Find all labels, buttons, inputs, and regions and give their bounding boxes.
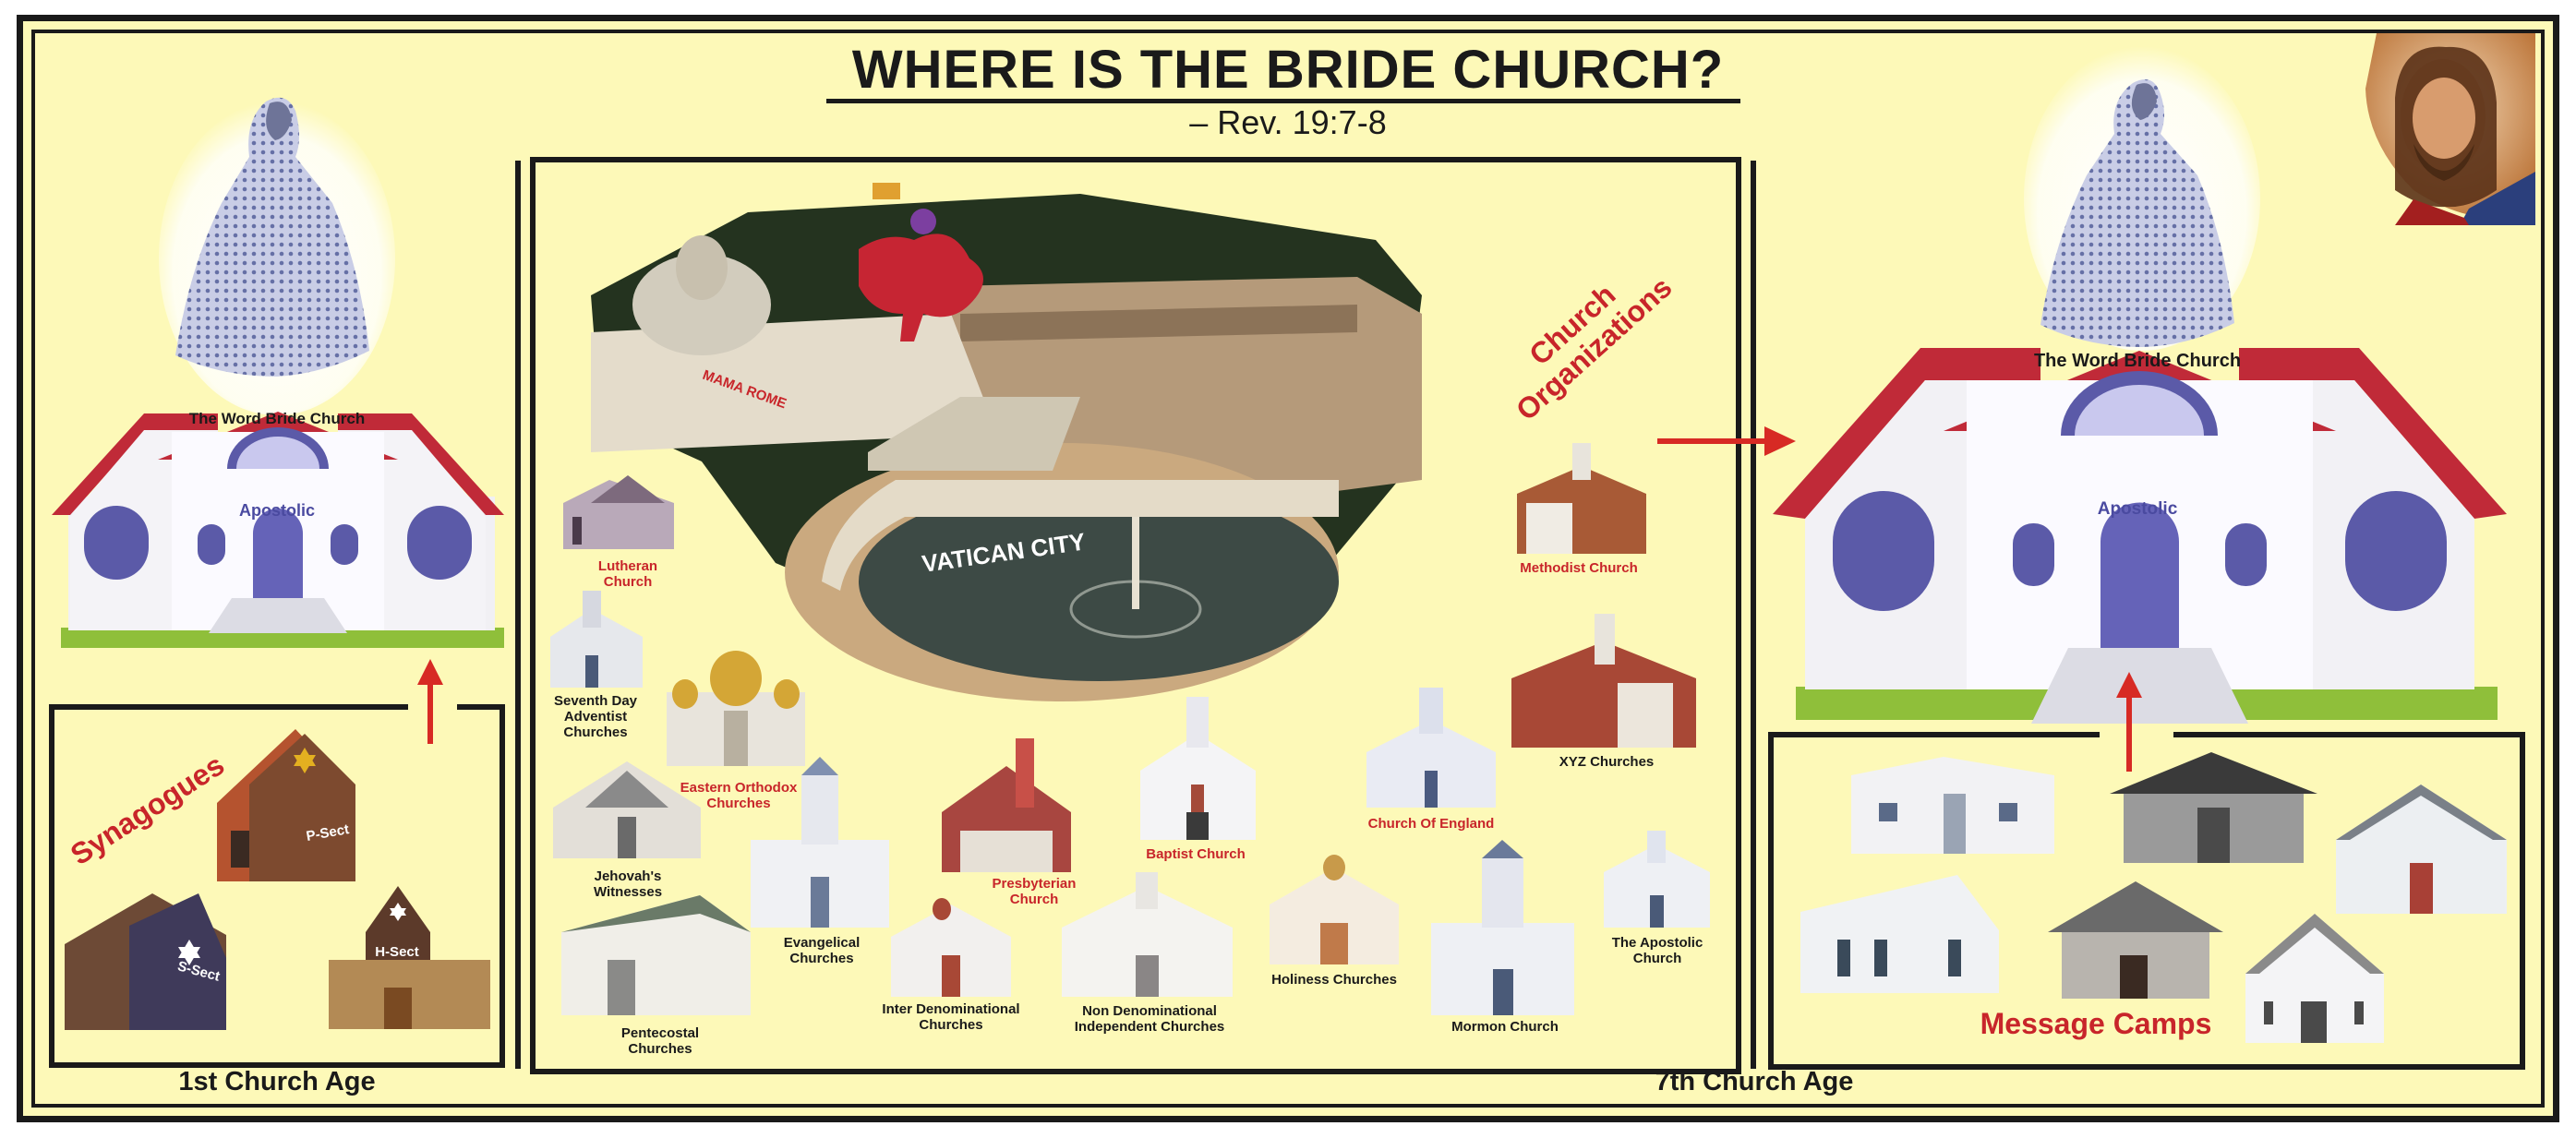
sect-label-h: H-Sect xyxy=(375,944,419,960)
church-organizations-box xyxy=(530,157,1741,1074)
baptist-label: Baptist Church xyxy=(1146,846,1246,862)
word-bride-church-left xyxy=(52,412,504,648)
message-camp-building-6 xyxy=(2245,914,2384,1043)
baptist-church-building xyxy=(1140,697,1256,840)
lutheran-church-label: Lutheran Church xyxy=(597,558,658,590)
seventh-day-church-building xyxy=(550,591,643,688)
the-apostolic-church-building xyxy=(1604,831,1710,928)
bride-figure-left xyxy=(159,97,395,415)
eastern-orthodox-label: Eastern Orthodox Churches xyxy=(680,780,798,811)
message-camp-building-2 xyxy=(2110,752,2317,863)
the-apostolic-church-label: The Apostolic Church xyxy=(1611,935,1703,966)
age-label-1st: 1st Church Age xyxy=(178,1067,376,1096)
page-title: WHERE IS THE BRIDE CHURCH? xyxy=(851,40,1725,100)
mormon-label: Mormon Church xyxy=(1451,1019,1559,1035)
message-camp-building-1 xyxy=(1851,757,2054,854)
lutheran-church-building xyxy=(563,475,674,549)
inter-denominational-building xyxy=(891,898,1011,997)
vatican-city-image: MAMA ROME VATICAN CITY xyxy=(591,183,1422,701)
methodist-label: Methodist Church xyxy=(1520,560,1638,576)
presbyterian-church-building xyxy=(942,738,1071,872)
church-caption-right: The Word Bride Church xyxy=(2033,351,2242,371)
message-camp-building-5 xyxy=(2048,881,2223,999)
synagogue-h-sect xyxy=(329,886,490,1029)
divider-left xyxy=(515,161,521,1069)
non-denominational-building xyxy=(1062,872,1233,997)
synagogue-s-sect xyxy=(65,893,226,1030)
inter-denominational-label: Inter Denominational Churches xyxy=(882,1001,1020,1033)
church-of-england-label: Church Of England xyxy=(1367,816,1495,832)
evangelical-label: Evangelical Churches xyxy=(783,935,861,966)
synagogues-box xyxy=(49,704,505,1068)
xyz-church-building xyxy=(1511,614,1696,748)
apostolic-label-left: Apostolic xyxy=(238,501,315,520)
presbyterian-label: Presbyterian Church xyxy=(992,876,1077,907)
arrow-up-right xyxy=(2116,672,2142,772)
jesus-portrait xyxy=(2365,33,2535,225)
methodist-church-building xyxy=(1517,443,1646,554)
jehovah-witnesses-label: Jehovah's Witnesses xyxy=(593,868,663,900)
message-camps-label: Message Camps xyxy=(1980,1007,2212,1040)
church-caption-left: The Word Bride Church xyxy=(188,410,366,427)
mormon-church-building xyxy=(1431,840,1574,1015)
synagogue-p-sect xyxy=(217,729,355,881)
pentecostal-church-building xyxy=(561,895,751,1015)
message-camp-building-4 xyxy=(1800,875,1999,993)
pentecostal-label: Pentecostal Churches xyxy=(620,1025,700,1057)
church-of-england-building xyxy=(1366,688,1496,808)
evangelical-church-building xyxy=(751,757,889,928)
jehovah-witnesses-building xyxy=(553,761,701,858)
message-camp-building-3 xyxy=(2336,785,2507,914)
eastern-orthodox-church-building xyxy=(667,651,805,766)
page-subtitle: – Rev. 19:7-8 xyxy=(1189,103,1387,141)
arrow-right xyxy=(1657,426,1796,456)
arrow-up-left xyxy=(417,659,443,744)
title-underline xyxy=(826,99,1740,103)
word-bride-church-right xyxy=(1773,348,2507,724)
bride-figure-right xyxy=(2024,46,2260,351)
inner-frame xyxy=(31,30,2545,1108)
holiness-church-building xyxy=(1270,855,1399,964)
age-label-7th: 7th Church Age xyxy=(1655,1067,1854,1096)
apostolic-label-right: Apostolic xyxy=(2097,499,2178,519)
non-denominational-label: Non Denominational Independent Churches xyxy=(1074,1003,1225,1035)
divider-right xyxy=(1751,161,1756,1069)
message-camps-box xyxy=(1768,732,2525,1070)
seventh-day-label: Seventh Day Adventist Churches xyxy=(553,693,638,740)
xyz-label: XYZ Churches xyxy=(1559,754,1655,770)
holiness-label: Holiness Churches xyxy=(1271,972,1397,988)
